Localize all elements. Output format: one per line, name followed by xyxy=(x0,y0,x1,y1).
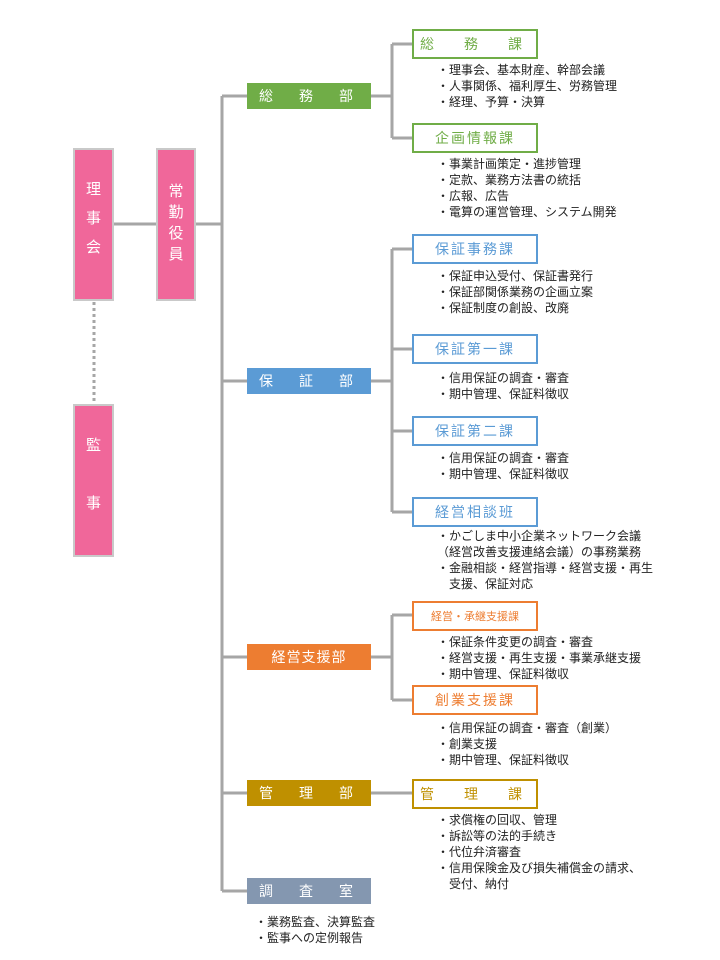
duty-item: ・経営支援・再生支援・事業承継支援 xyxy=(437,651,642,665)
dept-management-label: 管 理 部 xyxy=(259,786,359,802)
dept-management: 管 理 部 xyxy=(247,780,371,806)
duty-item: ・信用保証の調査・審査（創業） xyxy=(437,721,618,735)
duty-item: ・事業計画策定・進捗管理 xyxy=(437,157,582,171)
duties-general-affairs: ・理事会、基本財産、幹部会議 ・人事関係、福利厚生、労務管理 ・経理、予算・決算 xyxy=(437,62,617,110)
section-startup-support: 創業支援課 xyxy=(412,685,538,715)
section-label: 企画情報課 xyxy=(435,131,515,147)
duties-management-succession: ・保証条件変更の調査・審査 ・経営支援・再生支援・事業承継支援 ・期中管理、保証… xyxy=(437,634,641,682)
section-label: 総 務 課 xyxy=(420,37,530,53)
duty-item: ・信用保証の調査・審査 xyxy=(437,451,570,465)
section-guarantee-admin: 保証事務課 xyxy=(412,234,538,264)
duty-item: ・期中管理、保証料徴収 xyxy=(437,387,570,401)
section-label: 管 理 課 xyxy=(420,787,530,803)
duty-item: ・訴訟等の法的手続き xyxy=(437,829,558,843)
dept-guarantee-label: 保 証 部 xyxy=(259,374,359,390)
section-label: 創業支援課 xyxy=(435,693,515,709)
duties-guarantee-1: ・信用保証の調査・審査 ・期中管理、保証料徴収 xyxy=(437,370,569,402)
section-label: 保証事務課 xyxy=(435,242,515,258)
section-label: 保証第二課 xyxy=(435,424,515,440)
duty-item: 受付、納付 xyxy=(437,877,510,891)
section-label: 経営・承継支援課 xyxy=(431,610,519,623)
duty-item: ・保証制度の創設、改廃 xyxy=(437,301,570,315)
dept-support: 経営支援部 xyxy=(247,644,371,670)
section-management-succession: 経営・承継支援課 xyxy=(412,601,538,631)
dept-audit-label: 調 査 室 xyxy=(259,884,359,900)
duty-item: ・期中管理、保証料徴収 xyxy=(437,753,570,767)
dept-general-label: 総 務 部 xyxy=(259,89,359,105)
duty-item: ・経理、予算・決算 xyxy=(437,95,546,109)
dept-guarantee: 保 証 部 xyxy=(247,368,371,394)
duties-consulting: ・かごしま中小企業ネットワーク会議 （経営改善支援連絡会議）の事務業務 ・金融相… xyxy=(437,528,653,592)
board-label: 理事会 xyxy=(84,181,102,268)
duty-item: ・求償権の回収、管理 xyxy=(437,813,558,827)
duty-item: ・保証申込受付、保証書発行 xyxy=(437,269,594,283)
executives-box: 常勤役員 xyxy=(156,148,196,301)
section-management: 管 理 課 xyxy=(412,779,538,809)
auditor-label: 監 事 xyxy=(84,437,102,524)
auditor-box: 監 事 xyxy=(73,404,114,557)
section-label: 保証第一課 xyxy=(435,342,515,358)
duty-item: ・信用保険金及び損失補償金の請求、 xyxy=(437,861,642,875)
duty-item: ・人事関係、福利厚生、労務管理 xyxy=(437,79,618,93)
duty-item: ・創業支援 xyxy=(437,737,498,751)
duty-item: ・業務監査、決算監査 xyxy=(255,915,376,929)
executives-label: 常勤役員 xyxy=(166,182,185,267)
duty-item: ・期中管理、保証料徴収 xyxy=(437,667,570,681)
duty-item: ・定款、業務方法書の統括 xyxy=(437,173,582,187)
duties-planning-info: ・事業計画策定・進捗管理 ・定款、業務方法書の統括 ・広報、広告 ・電算の運営管… xyxy=(437,156,617,220)
section-guarantee-2: 保証第二課 xyxy=(412,416,538,446)
duties-audit: ・業務監査、決算監査 ・監事への定例報告 xyxy=(255,914,375,946)
section-label: 経営相談班 xyxy=(435,505,515,521)
duties-guarantee-2: ・信用保証の調査・審査 ・期中管理、保証料徴収 xyxy=(437,450,569,482)
duty-item: ・金融相談・経営指導・経営支援・再生 xyxy=(437,561,654,575)
section-general-affairs: 総 務 課 xyxy=(412,29,538,59)
duty-item: ・監事への定例報告 xyxy=(255,931,364,945)
duties-guarantee-admin: ・保証申込受付、保証書発行 ・保証部関係業務の企画立案 ・保証制度の創設、改廃 xyxy=(437,268,593,316)
duty-item: ・保証部関係業務の企画立案 xyxy=(437,285,594,299)
dept-support-label: 経営支援部 xyxy=(271,650,347,666)
duty-item: ・信用保証の調査・審査 xyxy=(437,371,570,385)
duty-item: （経営改善支援連絡会議）の事務業務 xyxy=(437,545,642,559)
board-box: 理事会 xyxy=(73,148,114,301)
dept-audit: 調 査 室 xyxy=(247,878,371,904)
duty-item: ・かごしま中小企業ネットワーク会議 xyxy=(437,529,642,543)
section-consulting: 経営相談班 xyxy=(412,497,538,527)
duty-item: ・期中管理、保証料徴収 xyxy=(437,467,570,481)
section-guarantee-1: 保証第一課 xyxy=(412,334,538,364)
duties-startup-support: ・信用保証の調査・審査（創業） ・創業支援 ・期中管理、保証料徴収 xyxy=(437,720,617,768)
duty-item: ・保証条件変更の調査・審査 xyxy=(437,635,594,649)
dept-general: 総 務 部 xyxy=(247,83,371,109)
duty-item: ・代位弁済審査 xyxy=(437,845,522,859)
section-planning-info: 企画情報課 xyxy=(412,123,538,153)
duty-item: ・広報、広告 xyxy=(437,189,510,203)
duty-item: 支援、保証対応 xyxy=(437,577,534,591)
duty-item: ・電算の運営管理、システム開発 xyxy=(437,205,617,219)
duties-management: ・求償権の回収、管理 ・訴訟等の法的手続き ・代位弁済審査 ・信用保険金及び損失… xyxy=(437,812,641,892)
duty-item: ・理事会、基本財産、幹部会議 xyxy=(437,63,606,77)
